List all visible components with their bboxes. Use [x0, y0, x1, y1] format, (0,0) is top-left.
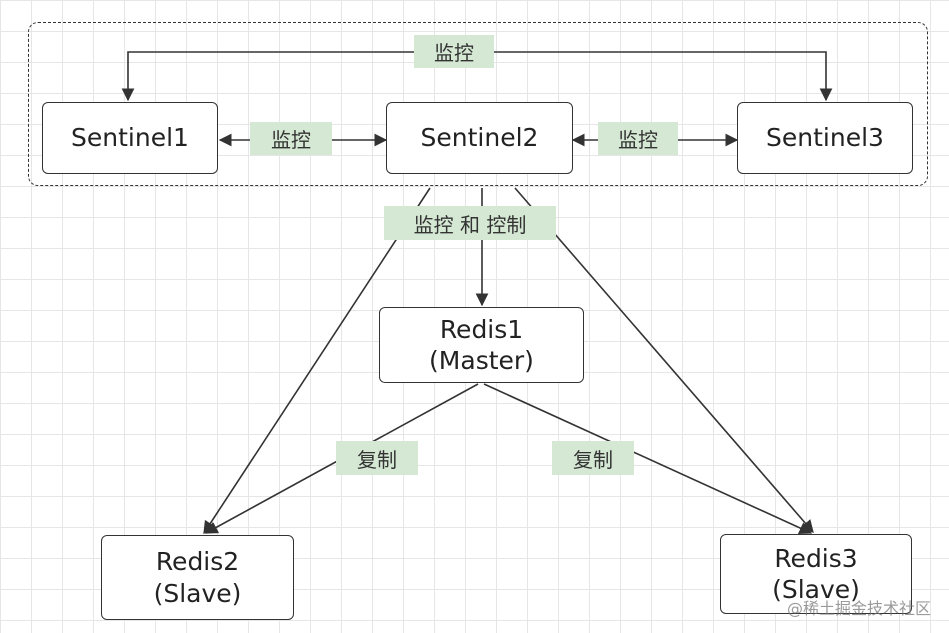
redis1-node: Redis1 (Master) — [379, 307, 584, 383]
sentinel2-node: Sentinel2 — [386, 102, 573, 174]
edge-sentinel2-redis2 — [203, 187, 431, 535]
edge-label-replicate-right: 复制 — [552, 441, 634, 475]
sentinel3-node: Sentinel3 — [737, 102, 913, 174]
sentinel2-label: Sentinel2 — [420, 123, 539, 153]
watermark: @稀土掘金技术社区 — [786, 599, 931, 618]
edge-label-s1-s2-monitor: 监控 — [250, 122, 332, 155]
edge-label-s2-s3-monitor: 监控 — [598, 122, 678, 155]
sentinel3-label: Sentinel3 — [766, 123, 884, 153]
redis1-role: (Master) — [429, 346, 534, 375]
sentinel1-label: Sentinel1 — [71, 123, 189, 153]
redis2-node: Redis2 (Slave) — [101, 535, 294, 620]
edge-label-top-monitor: 监控 — [414, 35, 494, 68]
edge-label-monitor-and-control: 监控 和 控制 — [384, 206, 556, 240]
edge-sentinel2-redis3 — [514, 187, 814, 533]
redis2-name: Redis2 — [155, 547, 240, 577]
redis3-name: Redis3 — [774, 543, 858, 573]
edge-label-replicate-left: 复制 — [336, 441, 418, 475]
redis2-role: (Slave) — [153, 578, 242, 608]
sentinel1-node: Sentinel1 — [42, 102, 218, 174]
redis3-node: Redis3 (Slave) — [720, 534, 912, 614]
sentinel-cluster-group — [28, 22, 928, 186]
edge-redis1-redis3 — [483, 383, 813, 535]
redis1-name: Redis1 — [439, 314, 524, 344]
redis3-role: (Slave) — [772, 575, 860, 604]
